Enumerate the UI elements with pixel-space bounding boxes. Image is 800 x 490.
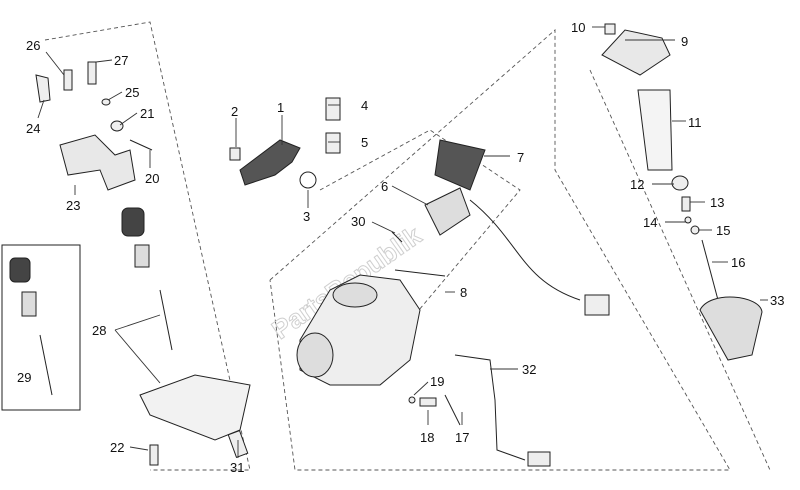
- label-7: 7: [517, 150, 524, 165]
- ring-21: [110, 120, 124, 132]
- label-33: 33: [770, 293, 784, 308]
- cover-9: [601, 29, 671, 76]
- starter-connector: [584, 294, 610, 316]
- inset-jet: [21, 291, 37, 317]
- label-3: 3: [303, 209, 310, 224]
- label-32: 32: [522, 362, 536, 377]
- label-27: 27: [114, 53, 128, 68]
- label-9: 9: [681, 34, 688, 49]
- cable-32: [454, 354, 526, 461]
- label-14: 14: [643, 215, 657, 230]
- label-12: 12: [630, 177, 644, 192]
- center-group-outline: [269, 29, 731, 471]
- label-22: 22: [110, 440, 124, 455]
- washer-19: [408, 396, 416, 404]
- clip-14: [684, 216, 692, 224]
- label-16: 16: [731, 255, 745, 270]
- float-23: [59, 134, 136, 191]
- screw-22: [149, 444, 159, 466]
- leader-25: [107, 91, 123, 101]
- washer-15: [690, 225, 700, 235]
- label-4: 4: [361, 98, 368, 113]
- label-13: 13: [710, 195, 724, 210]
- label-1: 1: [277, 100, 284, 115]
- washer-25: [101, 98, 111, 106]
- label-31: 31: [230, 460, 244, 475]
- spring-3: [299, 171, 317, 189]
- label-29: 29: [17, 370, 31, 385]
- pin-20: [129, 139, 153, 151]
- group-outlines: [44, 21, 771, 471]
- label-19: 19: [430, 374, 444, 389]
- leader-lines: [37, 26, 768, 458]
- starter-6: [424, 187, 471, 236]
- carburetor-intake: [296, 332, 334, 378]
- label-26: 26: [26, 38, 40, 53]
- label-11: 11: [688, 115, 702, 130]
- part-labels: 1 2 3 4 5 6 7 8 9 10 11 12 13 14 15 16 1…: [17, 20, 784, 475]
- leader-24: [37, 99, 45, 119]
- float-bowl: [139, 374, 251, 441]
- label-8: 8: [460, 285, 467, 300]
- inner-group-outline: [319, 129, 521, 381]
- label-30: 30: [351, 214, 365, 229]
- spring-5: [325, 132, 341, 154]
- carburetor-top: [332, 282, 378, 308]
- inset-diaphragm: [9, 257, 31, 283]
- leader-6: [391, 185, 429, 206]
- screw-4: [325, 97, 341, 121]
- spring-18: [419, 397, 437, 407]
- label-28: 28: [92, 323, 106, 338]
- leader-19: [413, 381, 429, 396]
- diaphragm-part: [121, 207, 145, 237]
- needle-16: [701, 239, 719, 301]
- leader-27: [95, 59, 113, 63]
- parts: [9, 23, 763, 467]
- screw-27: [87, 61, 97, 85]
- slide-33: [699, 296, 763, 361]
- screw-26: [63, 69, 73, 91]
- label-6: 6: [381, 179, 388, 194]
- jet-part: [134, 244, 150, 268]
- clip-13: [681, 196, 691, 212]
- label-25: 25: [125, 85, 139, 100]
- label-10: 10: [571, 20, 585, 35]
- label-21: 21: [140, 106, 154, 121]
- retainer-12: [671, 175, 689, 191]
- clip-24: [35, 74, 51, 103]
- leader-21: [119, 112, 138, 126]
- starter-7-body: [434, 139, 486, 191]
- inset-needle: [39, 334, 53, 396]
- lever-1: [239, 139, 301, 186]
- rod-8: [394, 269, 446, 277]
- leader-28b: [114, 329, 161, 384]
- screw-30: [391, 231, 403, 243]
- spring-11: [637, 89, 673, 171]
- leader-26: [45, 51, 65, 76]
- label-23: 23: [66, 198, 80, 213]
- label-5: 5: [361, 135, 368, 150]
- label-24: 24: [26, 121, 40, 136]
- screw-10: [604, 23, 616, 35]
- screw-2: [229, 147, 241, 161]
- starter-wire: [469, 199, 581, 301]
- screw-17: [444, 394, 461, 426]
- inset-box: [1, 244, 81, 411]
- cable-end: [527, 451, 551, 467]
- needle-28: [159, 289, 173, 351]
- label-18: 18: [420, 430, 434, 445]
- leader-30: [371, 221, 396, 234]
- leader-22: [129, 446, 149, 451]
- label-15: 15: [716, 223, 730, 238]
- label-20: 20: [145, 171, 159, 186]
- leader-28a: [114, 314, 161, 331]
- label-17: 17: [455, 430, 469, 445]
- left-group-outline: [44, 21, 251, 471]
- right-group-outline: [589, 69, 771, 471]
- label-2: 2: [231, 104, 238, 119]
